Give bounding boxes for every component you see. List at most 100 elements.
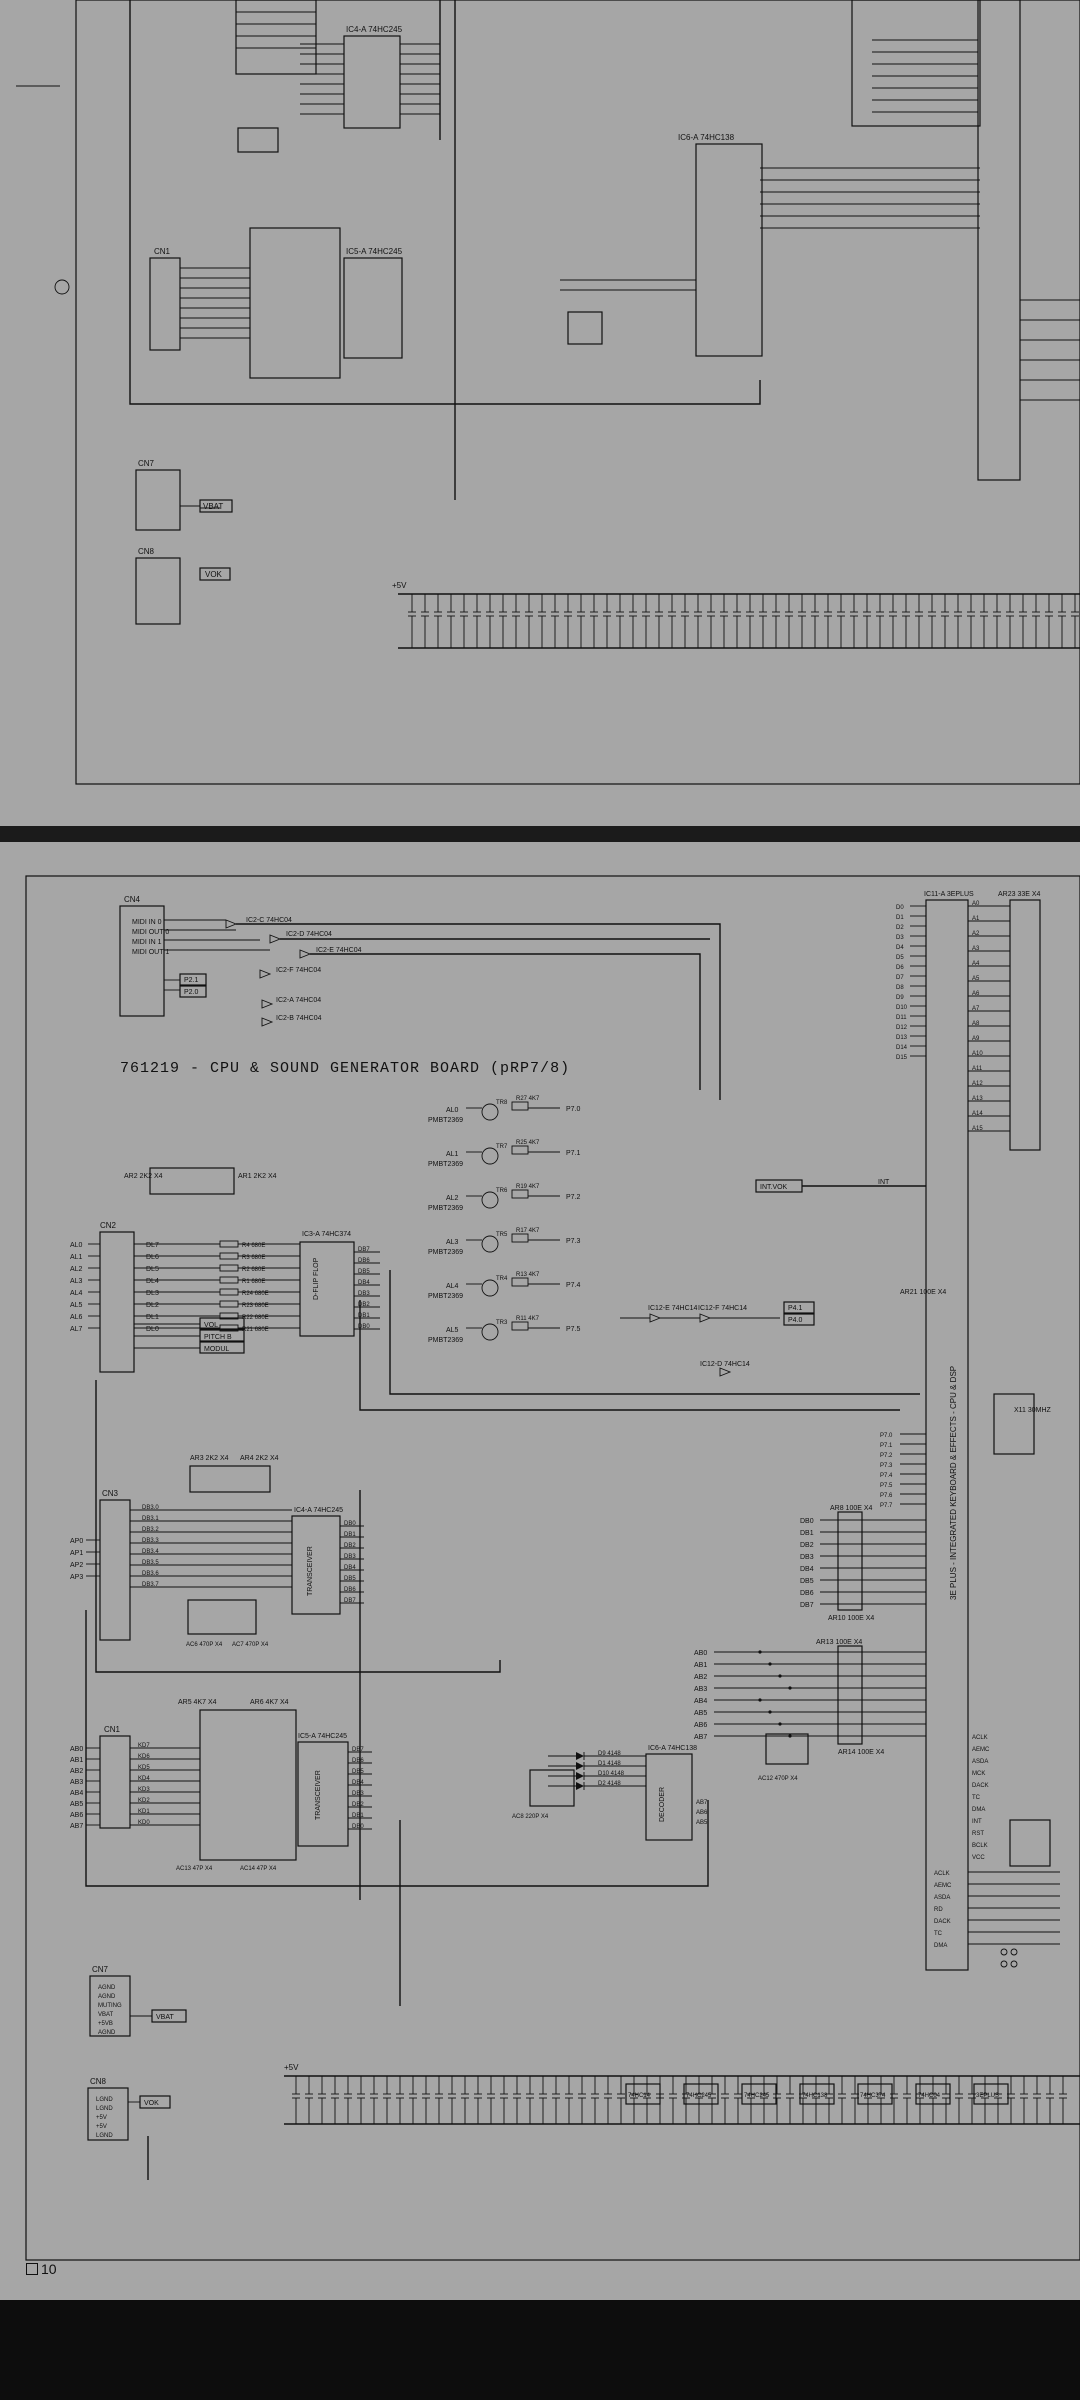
top-cn7-label: CN7: [138, 459, 155, 468]
ic5-out-db2: DB2: [352, 1802, 364, 1808]
ab-label-4: AB4: [694, 1698, 707, 1705]
int-pin-label: INT: [878, 1179, 890, 1186]
ic11-left-d5: D5: [896, 955, 904, 961]
ic11-misc-asda: ASDA: [972, 1759, 988, 1765]
tr-part-2: PMBT2369: [428, 1205, 463, 1212]
pedal-net-p21: P2.1: [184, 977, 199, 984]
rail-chip-0: 74HC14: [628, 2093, 651, 2099]
cn2-pin-al4: AL4: [70, 1290, 83, 1297]
top-e6-chip: [695, 143, 763, 357]
ic11-misc-dma: DMA: [972, 1807, 985, 1813]
ic11-right-a8: A8: [972, 1021, 980, 1027]
page-icon: [26, 2263, 38, 2275]
p7-label-0: P7.0: [880, 1433, 893, 1439]
ic4-out-db2: DB2: [344, 1543, 356, 1549]
ic11-right-a9: A9: [972, 1036, 980, 1042]
ic3-out-db3: DB3: [358, 1291, 370, 1297]
ic11-misc-dack: DACK: [972, 1783, 989, 1789]
cn3-pin-ap1: AP1: [70, 1550, 83, 1557]
ic11-right-a5: A5: [972, 976, 980, 982]
tr-res-2: R19 4K7: [516, 1184, 540, 1190]
cn8-net-3: +5V: [96, 2124, 107, 2130]
cn4-connector: [119, 905, 165, 1017]
top-cn7-connector: [135, 469, 181, 531]
ic3-out-db7: DB7: [358, 1247, 370, 1253]
led-resistor-0: R4 680E: [242, 1243, 265, 1249]
ar13-label: AR13 100E X4: [816, 1639, 862, 1646]
ic11-left-d0: D0: [896, 905, 904, 911]
cn2-pin-al7: AL7: [70, 1326, 83, 1333]
cn1-pin-ab2: AB2: [70, 1768, 83, 1775]
db-label-5: DB5: [800, 1578, 814, 1585]
previous-page-sheet: [0, 0, 1080, 826]
cn1-pin-ab1: AB1: [70, 1757, 83, 1764]
ic5-out-db5: DB5: [352, 1769, 364, 1775]
ac12-caps: [765, 1733, 809, 1765]
page-number-text: 10: [41, 2261, 57, 2277]
ar6-label: AR6 4K7 X4: [250, 1699, 289, 1706]
cn1-net-0: KD7: [138, 1743, 150, 1749]
db-label-6: DB6: [800, 1590, 814, 1597]
tr-input-5: AL5: [446, 1327, 459, 1334]
tr-res-3: R17 4K7: [516, 1228, 540, 1234]
cn3-net-3: DB3.3: [142, 1538, 159, 1544]
tr-res-5: R11 4K7: [516, 1316, 540, 1322]
ic3-label: IC3-A 74HC374: [302, 1231, 351, 1238]
ic11-right-a4: A4: [972, 961, 980, 967]
top-e6-label: IC6-A 74HC138: [678, 133, 735, 142]
cn3-connector: [99, 1499, 131, 1641]
ab-label-6: AB6: [694, 1722, 707, 1729]
binding-hole-icon: [54, 279, 70, 295]
ic4-out-db5: DB5: [344, 1576, 356, 1582]
top-resistor-arrays: [249, 227, 341, 379]
led-resistor-1: R3 680E: [242, 1255, 265, 1261]
ab-label-0: AB0: [694, 1650, 707, 1657]
rail-chip-6: 3EPLUS: [976, 2093, 999, 2099]
ar3-label: AR3 2K2 X4: [190, 1455, 229, 1462]
cn1-pin-ab3: AB3: [70, 1779, 83, 1786]
ic5-out-db4: DB4: [352, 1780, 364, 1786]
ic11-ctrl-dack: DACK: [934, 1919, 951, 1925]
ic11-misc-bclk: BCLK: [972, 1843, 988, 1849]
cn2-pin-al2: AL2: [70, 1266, 83, 1273]
vol-flag-1: PITCH B: [204, 1334, 232, 1341]
ic11-left-d13: D13: [896, 1035, 908, 1041]
cn3-net-4: DB3.4: [142, 1549, 159, 1555]
tr-res-0: R27 4K7: [516, 1096, 540, 1102]
p41-flag: P4.1: [788, 1305, 803, 1312]
cn2-net-dl6: DL6: [146, 1254, 159, 1261]
ic11-right-a12: A12: [972, 1081, 983, 1087]
p7-label-4: P7.4: [880, 1473, 893, 1479]
tr-part-0: PMBT2369: [428, 1117, 463, 1124]
cn2-net-dl4: DL4: [146, 1278, 159, 1285]
cn8-connector: [87, 2087, 129, 2141]
cn2-net-dl0: DL0: [146, 1326, 159, 1333]
cn2-pin-al3: AL3: [70, 1278, 83, 1285]
ic11-ctrl-dma: DMA: [934, 1943, 947, 1949]
ic2-c-label: IC2-C 74HC04: [246, 917, 292, 924]
db-label-7: DB7: [800, 1602, 814, 1609]
tr-input-0: AL0: [446, 1107, 459, 1114]
ic11-right-a14: A14: [972, 1111, 983, 1117]
cn1-pin-ab7: AB7: [70, 1823, 83, 1830]
ic5-out-db1: DB1: [352, 1813, 364, 1819]
ic2-b-label: IC2-B 74HC04: [276, 1015, 322, 1022]
rail-chip-3: 74HC138: [802, 2093, 828, 2099]
db-label-4: DB4: [800, 1566, 814, 1573]
ic4-out-db3: DB3: [344, 1554, 356, 1560]
tr-output-1: P7.1: [566, 1150, 581, 1157]
tr-part-1: PMBT2369: [428, 1161, 463, 1168]
ic11-right-a6: A6: [972, 991, 980, 997]
ic11-left-d8: D8: [896, 985, 904, 991]
cn3-pin-ap2: AP2: [70, 1562, 83, 1569]
db-label-1: DB1: [800, 1530, 814, 1537]
ac6-label: AC6 470P X4: [186, 1642, 223, 1648]
rail-chip-2: 74HC245: [744, 2093, 770, 2099]
ab-label-7: AB7: [694, 1734, 707, 1741]
tr-input-1: AL1: [446, 1151, 459, 1158]
ic2-e-label: IC2-E 74HC04: [316, 947, 362, 954]
cn1-net-6: KD1: [138, 1809, 150, 1815]
ic4-out-db1: DB1: [344, 1532, 356, 1538]
ar8-label: AR8 100E X4: [830, 1505, 873, 1512]
cn7-net-0: AGND: [98, 1985, 116, 1991]
